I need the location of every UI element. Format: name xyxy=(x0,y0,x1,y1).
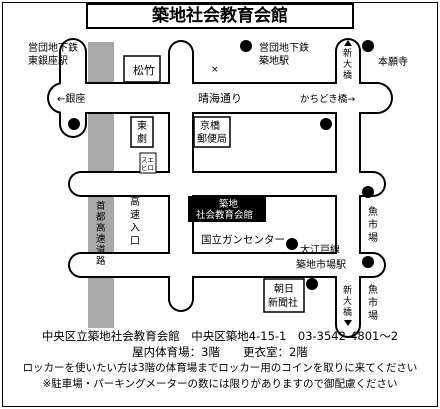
shinohashi-bottom-arrow xyxy=(344,320,352,326)
fish-market-label-lower: 魚 市 場 xyxy=(368,283,378,322)
cancer-center-label: 国立ガンセンター xyxy=(201,233,285,246)
kyobashi-post-building xyxy=(193,116,231,148)
venue-building xyxy=(188,196,266,222)
svg-text:口: 口 xyxy=(130,236,140,247)
svg-text:橋: 橋 xyxy=(343,69,352,81)
svg-text:市: 市 xyxy=(368,296,378,309)
svg-text:橋: 橋 xyxy=(343,306,352,318)
svg-text:速: 速 xyxy=(130,209,140,221)
svg-text:高: 高 xyxy=(96,222,106,234)
svg-text:首: 首 xyxy=(96,200,106,212)
svg-text:大: 大 xyxy=(343,58,352,70)
svg-text:速: 速 xyxy=(96,234,106,245)
station-oedo-line1: 大江戸線 xyxy=(300,243,340,256)
venue-label-2: 社会教育会館 xyxy=(196,209,253,221)
hongwanji-label: 本願寺 xyxy=(378,55,408,68)
road-label-harumi: 晴海通り xyxy=(198,91,242,105)
venue-label-1: 築地 xyxy=(219,198,239,210)
exit-marker-higashiginza xyxy=(68,118,80,130)
station-oedo-line2: 築地市場駅 xyxy=(296,258,346,271)
road-fills xyxy=(49,40,391,336)
exit-marker-tsukiji-2 xyxy=(320,118,332,130)
asahi-label-1: 朝日 xyxy=(274,283,294,295)
svg-text:場: 場 xyxy=(368,309,378,322)
station-higashiginza-line1: 営団地下鉄 xyxy=(28,41,78,54)
road-label-koso-iriguchi: 高 速 入 口 xyxy=(130,195,140,247)
svg-text:高: 高 xyxy=(130,195,140,208)
matsutake-label: 松竹 xyxy=(133,63,155,77)
road-label-shinohashi-bottom: 新 大 橋 xyxy=(343,284,352,318)
info-parking-note: ※駐車場・パーキングメーターの数には限りがありますので御配慮ください xyxy=(42,378,398,390)
asahi-label-2: 新聞社 xyxy=(268,296,298,309)
fish-market-label-upper: 魚 市 場 xyxy=(368,205,378,244)
page-title: 築地社会教育会館 xyxy=(86,3,354,29)
svg-text:新: 新 xyxy=(343,284,352,296)
asahi-building xyxy=(263,278,305,313)
exit-marker-asahi xyxy=(306,278,318,290)
svg-text:場: 場 xyxy=(368,231,378,244)
sueiro-label-1: スエ xyxy=(141,156,154,164)
svg-text:路: 路 xyxy=(96,255,106,267)
svg-text:入: 入 xyxy=(130,223,140,234)
road-label-kachidoki: かちどき橋→ xyxy=(300,93,355,105)
road-label-ginza: ←銀座 xyxy=(57,92,85,105)
svg-text:市: 市 xyxy=(368,218,378,231)
station-tsukiji-line1: 営団地下鉄 xyxy=(259,41,309,54)
sueiro-label-2: ヒロ xyxy=(141,164,154,172)
exit-marker-oedo-1 xyxy=(286,238,298,250)
info-locker-note: ロッカーを使いたい方は3階の体育場までロッカー用のコインを取りに来てください xyxy=(22,362,418,374)
cross-marker: × xyxy=(211,65,219,75)
road-label-shinohashi-top: 新 大 橋 xyxy=(343,47,352,81)
kyobashi-post-label-1: 京橋 xyxy=(200,119,220,132)
info-block: 中央区立築地社会教育会館 中央区築地4-15-1 03-3542-4801～2 … xyxy=(0,328,440,392)
kyobashi-post-label-2: 郵便局 xyxy=(197,132,227,145)
info-floors: 屋内体育場：3階 更衣室：2階 xyxy=(132,345,308,359)
togeki-building xyxy=(130,116,154,148)
svg-text:大: 大 xyxy=(343,295,352,307)
svg-text:魚: 魚 xyxy=(368,205,378,218)
station-higashiginza-line2: 東銀座駅 xyxy=(28,54,68,67)
svg-text:魚: 魚 xyxy=(368,283,378,296)
togeki-label-1: 東 xyxy=(137,119,147,132)
svg-text:新: 新 xyxy=(343,47,352,59)
exit-marker-hongwanji xyxy=(362,40,374,52)
shinohashi-top-arrow xyxy=(344,40,352,46)
station-tsukiji-line2: 築地駅 xyxy=(259,54,289,67)
togeki-label-2: 劇 xyxy=(137,132,147,145)
info-address: 中央区立築地社会教育会館 中央区築地4-15-1 03-3542-4801～2 xyxy=(41,329,399,343)
matsutake-building xyxy=(123,55,161,83)
exit-marker-oedo-2 xyxy=(362,256,374,268)
exit-marker-fishmarket xyxy=(362,186,374,198)
exit-marker-tsukiji-1 xyxy=(240,40,252,52)
road-label-expressway: 首 都 高 速 道 路 xyxy=(96,200,106,267)
svg-text:道: 道 xyxy=(96,244,106,256)
sueiro-building xyxy=(139,152,157,174)
svg-text:都: 都 xyxy=(96,212,106,223)
